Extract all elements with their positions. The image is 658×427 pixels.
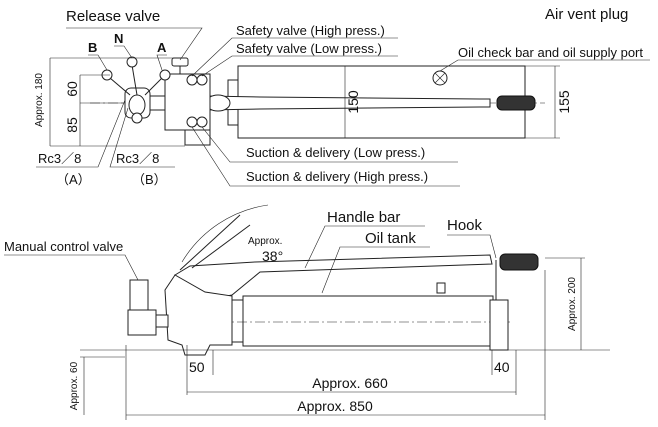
label-angle-value: 38°	[262, 248, 283, 264]
dim-total-width: 155	[556, 90, 572, 114]
dim-base-height: Approx. 60	[69, 361, 80, 410]
dim-front-foot: 50	[189, 359, 205, 375]
dim-overall-height: Approx. 180	[34, 73, 45, 127]
label-handle-bar: Handle bar	[327, 209, 400, 226]
dim-height: Approx. 200	[567, 277, 578, 331]
label-release-valve: Release valve	[66, 8, 160, 25]
dim-tank-width: 150	[345, 90, 361, 114]
oil-tank-side	[242, 295, 494, 347]
label-hook: Hook	[447, 217, 483, 234]
handle-grip-side	[499, 253, 539, 271]
label-n: N	[114, 31, 123, 46]
label-oil-check: Oil check bar and oil supply port	[458, 45, 643, 60]
dim-rear-foot: 40	[494, 359, 510, 375]
pump-body-side	[164, 274, 233, 356]
label-port-b: Rc3／8	[116, 151, 159, 166]
manual-valve-side	[127, 309, 157, 336]
rear-foot	[489, 299, 509, 351]
label-port-b-id: （B）	[132, 172, 167, 187]
lever-a	[159, 69, 171, 81]
label-safety-low: Safety valve (Low press.)	[236, 41, 382, 56]
release-valve-knob	[171, 57, 189, 67]
label-port-a-id: （A）	[56, 172, 91, 187]
top-view: Approx. 180 60 85 150 155 Release valve …	[34, 6, 650, 187]
label-a: A	[157, 40, 167, 55]
dim-lower: 85	[64, 117, 80, 133]
label-suction-high: Suction & delivery (High press.)	[246, 169, 428, 184]
label-angle: Approx.	[248, 236, 282, 247]
label-air-vent: Air vent plug	[545, 6, 628, 23]
label-oil-tank: Oil tank	[365, 230, 416, 247]
label-port-a: Rc3／8	[38, 151, 81, 166]
label-manual-control-valve: Manual control valve	[4, 239, 123, 254]
dim-overall-length: Approx. 850	[297, 398, 373, 414]
label-safety-high: Safety valve (High press.)	[236, 23, 385, 38]
label-suction-low: Suction & delivery (Low press.)	[246, 145, 425, 160]
lever-n	[126, 56, 138, 68]
side-view: Approx. 60 Approx. 200 50 40 Approx. 660…	[4, 204, 610, 420]
label-b: B	[88, 40, 97, 55]
dim-foot-span: Approx. 660	[312, 375, 388, 391]
handle-grip-top	[496, 95, 536, 111]
dim-upper: 60	[64, 81, 80, 97]
